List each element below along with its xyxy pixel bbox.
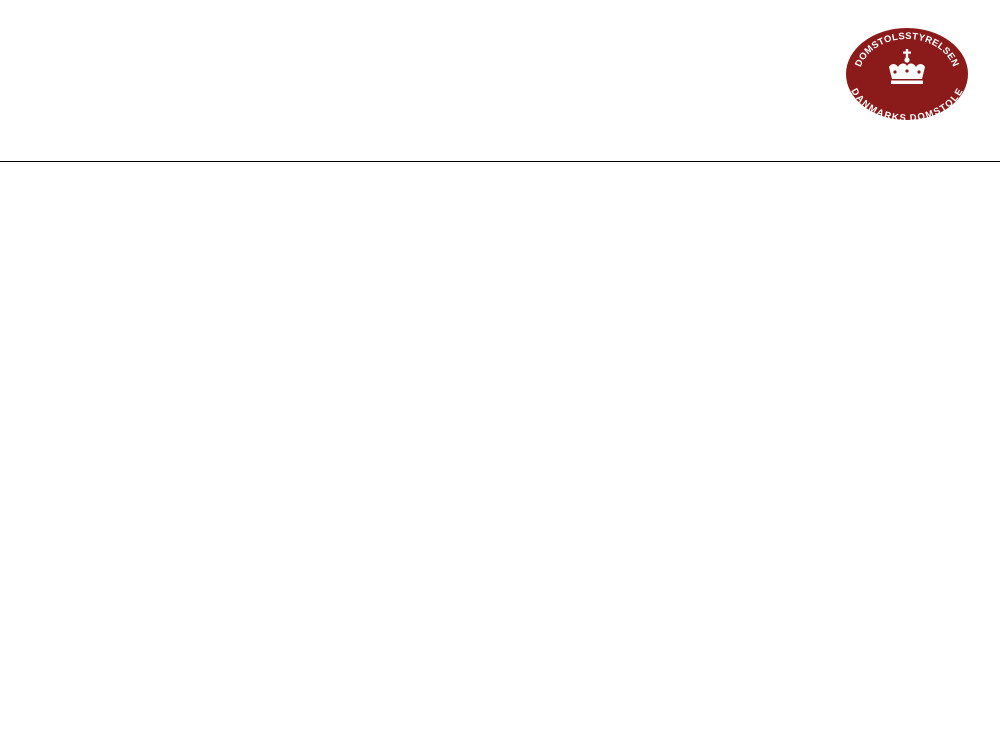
header-divider <box>0 161 1000 162</box>
slide-content-area <box>0 163 1000 750</box>
domstolsstyrelsen-logo: DOMSTOLSSTYRELSEN DANMARKS DOMSTOLE <box>845 27 969 121</box>
